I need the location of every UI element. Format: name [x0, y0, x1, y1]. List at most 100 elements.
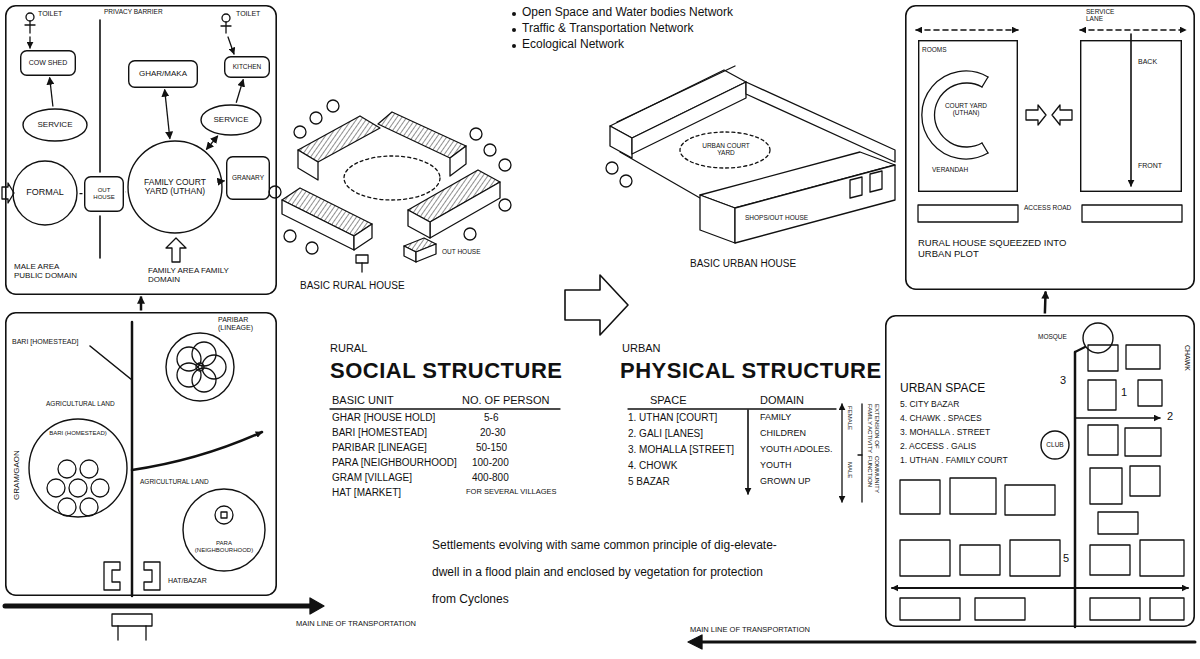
- urban-space-sketch: [1090, 598, 1140, 620]
- urban-table-cell: 4. CHOWK: [628, 460, 677, 472]
- urban-table-cell: CHILDREN: [760, 428, 806, 438]
- bubble-outline: [166, 333, 234, 401]
- box-outline: [906, 6, 1194, 289]
- village-sketch: [202, 355, 226, 379]
- urban-space-sketch: [960, 545, 1000, 575]
- bubble-outline: [23, 109, 87, 141]
- structure-table-rules: [628, 408, 836, 409]
- rural-house-sketch: [298, 116, 380, 162]
- bubble-outline: [201, 105, 261, 135]
- bubble-outline: [1083, 323, 1113, 353]
- rural-house-sketch: [404, 246, 416, 262]
- node-text: AGRICULTURAL LAND: [140, 478, 214, 485]
- rural-house-sketch: [484, 144, 496, 156]
- urban-space-sketch: [1090, 468, 1122, 504]
- urban-table-cell: MALE: [846, 462, 853, 478]
- village-sketch: [144, 562, 160, 590]
- village-sketch: [192, 342, 216, 366]
- out-house-box: OUT HOUSE: [84, 176, 124, 212]
- urban-space-sketch: [1088, 345, 1118, 371]
- rural-table-cell: SOCIAL STRUCTURE: [330, 358, 563, 383]
- rural-table-cell: BASIC UNIT: [332, 394, 394, 407]
- urban-space-sketch: [1075, 417, 1160, 419]
- formal-bubble: FORMAL: [12, 160, 78, 226]
- rural-house-sketch: [416, 244, 436, 262]
- node-text: GHAR/MAKA: [139, 70, 187, 79]
- urban-table-cell: COMMUNITY FUNCTION: [866, 456, 880, 502]
- urban-table-cell: 2. GALI [LANES]: [628, 428, 703, 440]
- rural-house-sketch: [430, 182, 500, 238]
- node-text: 5. CITY BAZAR: [900, 400, 1040, 410]
- house-plan-symbols: [25, 24, 35, 25]
- village-sketch: [192, 368, 216, 392]
- rural-house-sketch: [354, 224, 372, 250]
- urban-space-sketch: [1125, 428, 1161, 456]
- node-text: 1. UTHAN . FAMILY COURT: [900, 456, 1040, 466]
- rural-house-sketch: [408, 210, 430, 238]
- urban-table-cell: PHYSICAL STRUCTURE: [620, 358, 882, 383]
- urban-table-cell: YOUTH: [760, 460, 792, 470]
- urban-space-sketch: [1150, 598, 1184, 620]
- urban-table-cell: 1. UTHAN [COURT]: [628, 412, 717, 424]
- urban-plot-sketch: [1080, 29, 1186, 31]
- rural-house-sketch: [378, 112, 466, 158]
- village-sketch: [69, 479, 87, 497]
- rural-table-cell: PARA [NEIGHBOURHOOD]: [332, 457, 457, 469]
- street-label: CHAWK: [1183, 345, 1191, 371]
- rural-house-sketch: [361, 263, 362, 272]
- village-panel-outline: [5, 312, 277, 596]
- connector-arrow: [206, 136, 217, 150]
- box-outline: [1081, 41, 1182, 192]
- urban-house-sketch: [746, 82, 895, 162]
- village-sketch: [5, 604, 312, 609]
- house-plan-panel-outline: [5, 5, 277, 295]
- node-text: BARI (HOMESTEAD): [48, 430, 108, 437]
- box-outline: [85, 177, 124, 212]
- village-sketch: [132, 432, 262, 470]
- rural-house-sketch: [294, 126, 306, 138]
- village-sketch: [215, 506, 233, 524]
- structure-table-rules: [858, 454, 862, 455]
- village-sketch: [177, 363, 201, 387]
- box-outline: [225, 57, 270, 78]
- urban-plot-sketch: [916, 29, 1018, 31]
- house-plan-symbols: [225, 22, 226, 33]
- rural-plot: ROOMSCOURT YARD (UTHAN)VERANDAH: [918, 40, 1018, 192]
- connector-arrow: [223, 180, 225, 181]
- rural-table-cell: PARIBAR [LINEAGE]: [332, 442, 427, 454]
- village-panel: BARI [HOMESTEAD]GRAM/GAONAGRICULTURAL LA…: [5, 312, 277, 596]
- urban-space-sketch: [1074, 352, 1077, 627]
- village-sketch: [196, 363, 204, 371]
- rural-house-sketch: [464, 228, 476, 240]
- urban-space-sketch: [1005, 485, 1055, 515]
- sketch-label: OUT HOUSE: [442, 248, 481, 255]
- urban-space-sketch: [900, 480, 940, 514]
- urban-space-sketch: [1090, 545, 1130, 575]
- sketch-label: BASIC RURAL HOUSE: [300, 280, 405, 292]
- rural-house-sketch: [499, 199, 511, 211]
- village-sketch: [177, 347, 201, 371]
- urban-table-cell: FAMILY: [760, 412, 791, 422]
- house-plan-symbols: [228, 37, 234, 54]
- urban-space-sketch: [688, 635, 702, 649]
- node-text: SERVICE: [214, 116, 249, 125]
- urban-space-panel: URBAN SPACE5. CITY BAZAR4. CHAWK . SPACE…: [885, 315, 1195, 627]
- callout-number: 5: [1063, 552, 1069, 565]
- urban-house-sketch: [700, 195, 735, 243]
- node-text: COW SHED: [29, 59, 68, 67]
- urban-house-sketch: [680, 132, 770, 168]
- house-plan-symbols: [2, 13, 234, 262]
- rural-house-sketch: [327, 100, 339, 112]
- bullet-dot: [512, 44, 516, 48]
- node-text: GRANARY: [232, 174, 264, 181]
- node-text: COURT YARD (UTHAN): [943, 102, 989, 117]
- bubble-outline: [29, 419, 127, 517]
- urban-space-sketch: [900, 598, 960, 620]
- rural-table-cell: RURAL: [330, 342, 367, 355]
- urban-plot-sketch: [918, 205, 1018, 222]
- urban-plot-sketch: [1082, 205, 1182, 222]
- rural-table-cell: GHAR [HOUSE HOLD]: [332, 412, 435, 424]
- connector-arrow: [165, 89, 170, 138]
- urban-plot-sketch: [1026, 105, 1046, 125]
- urban-space-sketch: [950, 478, 996, 514]
